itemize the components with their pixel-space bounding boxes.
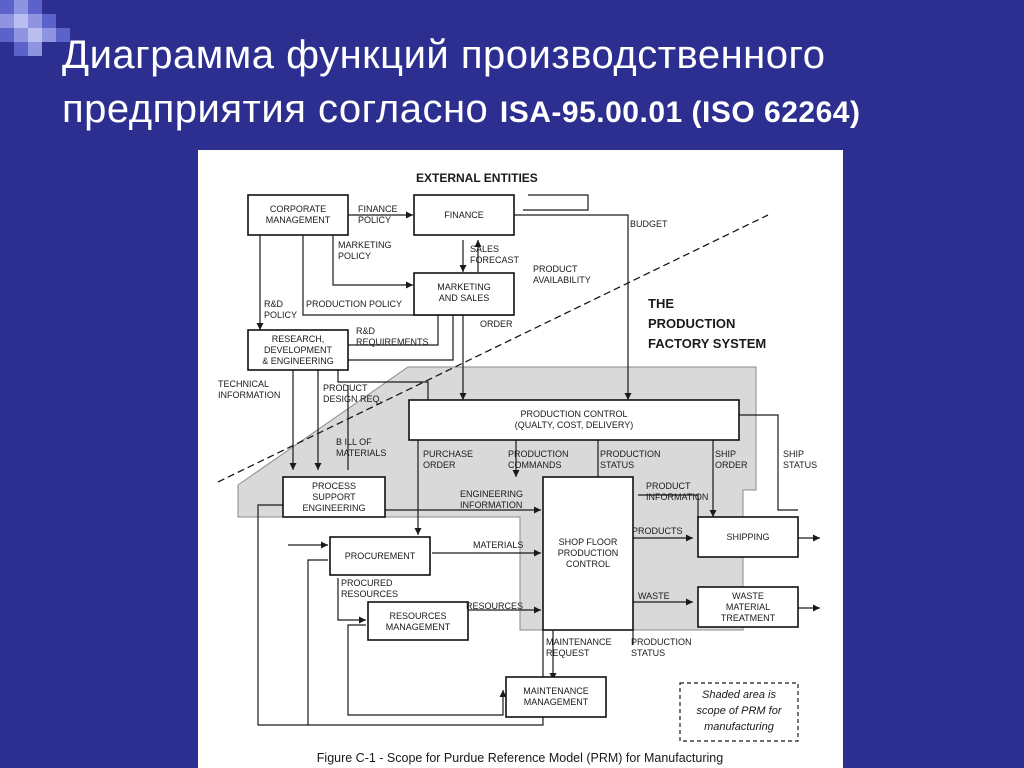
slide-title: Диаграмма функций производственного пред…	[62, 28, 992, 140]
external-entities-heading: EXTERNAL ENTITIES	[416, 171, 538, 185]
box-label-finance: FINANCE	[444, 210, 484, 220]
flow-label-order: ORDER	[480, 319, 513, 329]
box-label-procurement: PROCUREMENT	[345, 551, 416, 561]
waste-treatment-box	[697, 586, 799, 628]
corporate-management-box	[247, 194, 349, 236]
figure-caption: Figure C-1 - Scope for Purdue Reference …	[317, 751, 723, 765]
prm-scope-triangle	[238, 367, 408, 485]
process-support-engineering-box	[282, 476, 386, 518]
shipping-box	[697, 516, 799, 558]
flow-label-budget: BUDGET	[630, 219, 668, 229]
finance-box	[413, 194, 515, 236]
corner-decoration	[0, 0, 70, 56]
legend-box	[679, 682, 799, 742]
maintenance-management-box	[505, 676, 607, 718]
shop-floor-control-box	[542, 476, 634, 631]
box-label-shipping: SHIPPING	[726, 532, 769, 542]
rde-box	[247, 329, 349, 371]
title-line-2-text: предприятия согласно	[62, 87, 500, 131]
flow-label-waste: WASTE	[638, 591, 670, 601]
flow-label-materials: MATERIALS	[473, 540, 523, 550]
procurement-box	[329, 536, 431, 576]
resources-management-box	[367, 601, 469, 641]
title-line-1: Диаграмма функций производственного	[62, 33, 826, 77]
marketing-sales-box	[413, 272, 515, 316]
connectors	[256, 194, 820, 726]
box-label-rde: RESEARCH,DEVELOPMENT& ENGINEERING	[262, 334, 334, 366]
flow-label-products: PRODUCTS	[632, 526, 683, 536]
flow-label-resources: RESOURCES	[466, 601, 523, 611]
title-line-2: предприятия согласно ISA-95.00.01 (ISO 6…	[62, 82, 992, 140]
boxes	[247, 194, 799, 742]
flow-label-production-policy: PRODUCTION POLICY	[306, 299, 402, 309]
scope-boundary	[217, 214, 769, 483]
title-standard-code: ISA-95.00.01 (ISO 62264)	[499, 96, 861, 129]
production-control-box	[408, 399, 740, 441]
box-label-prodcontrol: PRODUCTION CONTROL(QUALTY, COST, DELIVER…	[515, 409, 634, 430]
